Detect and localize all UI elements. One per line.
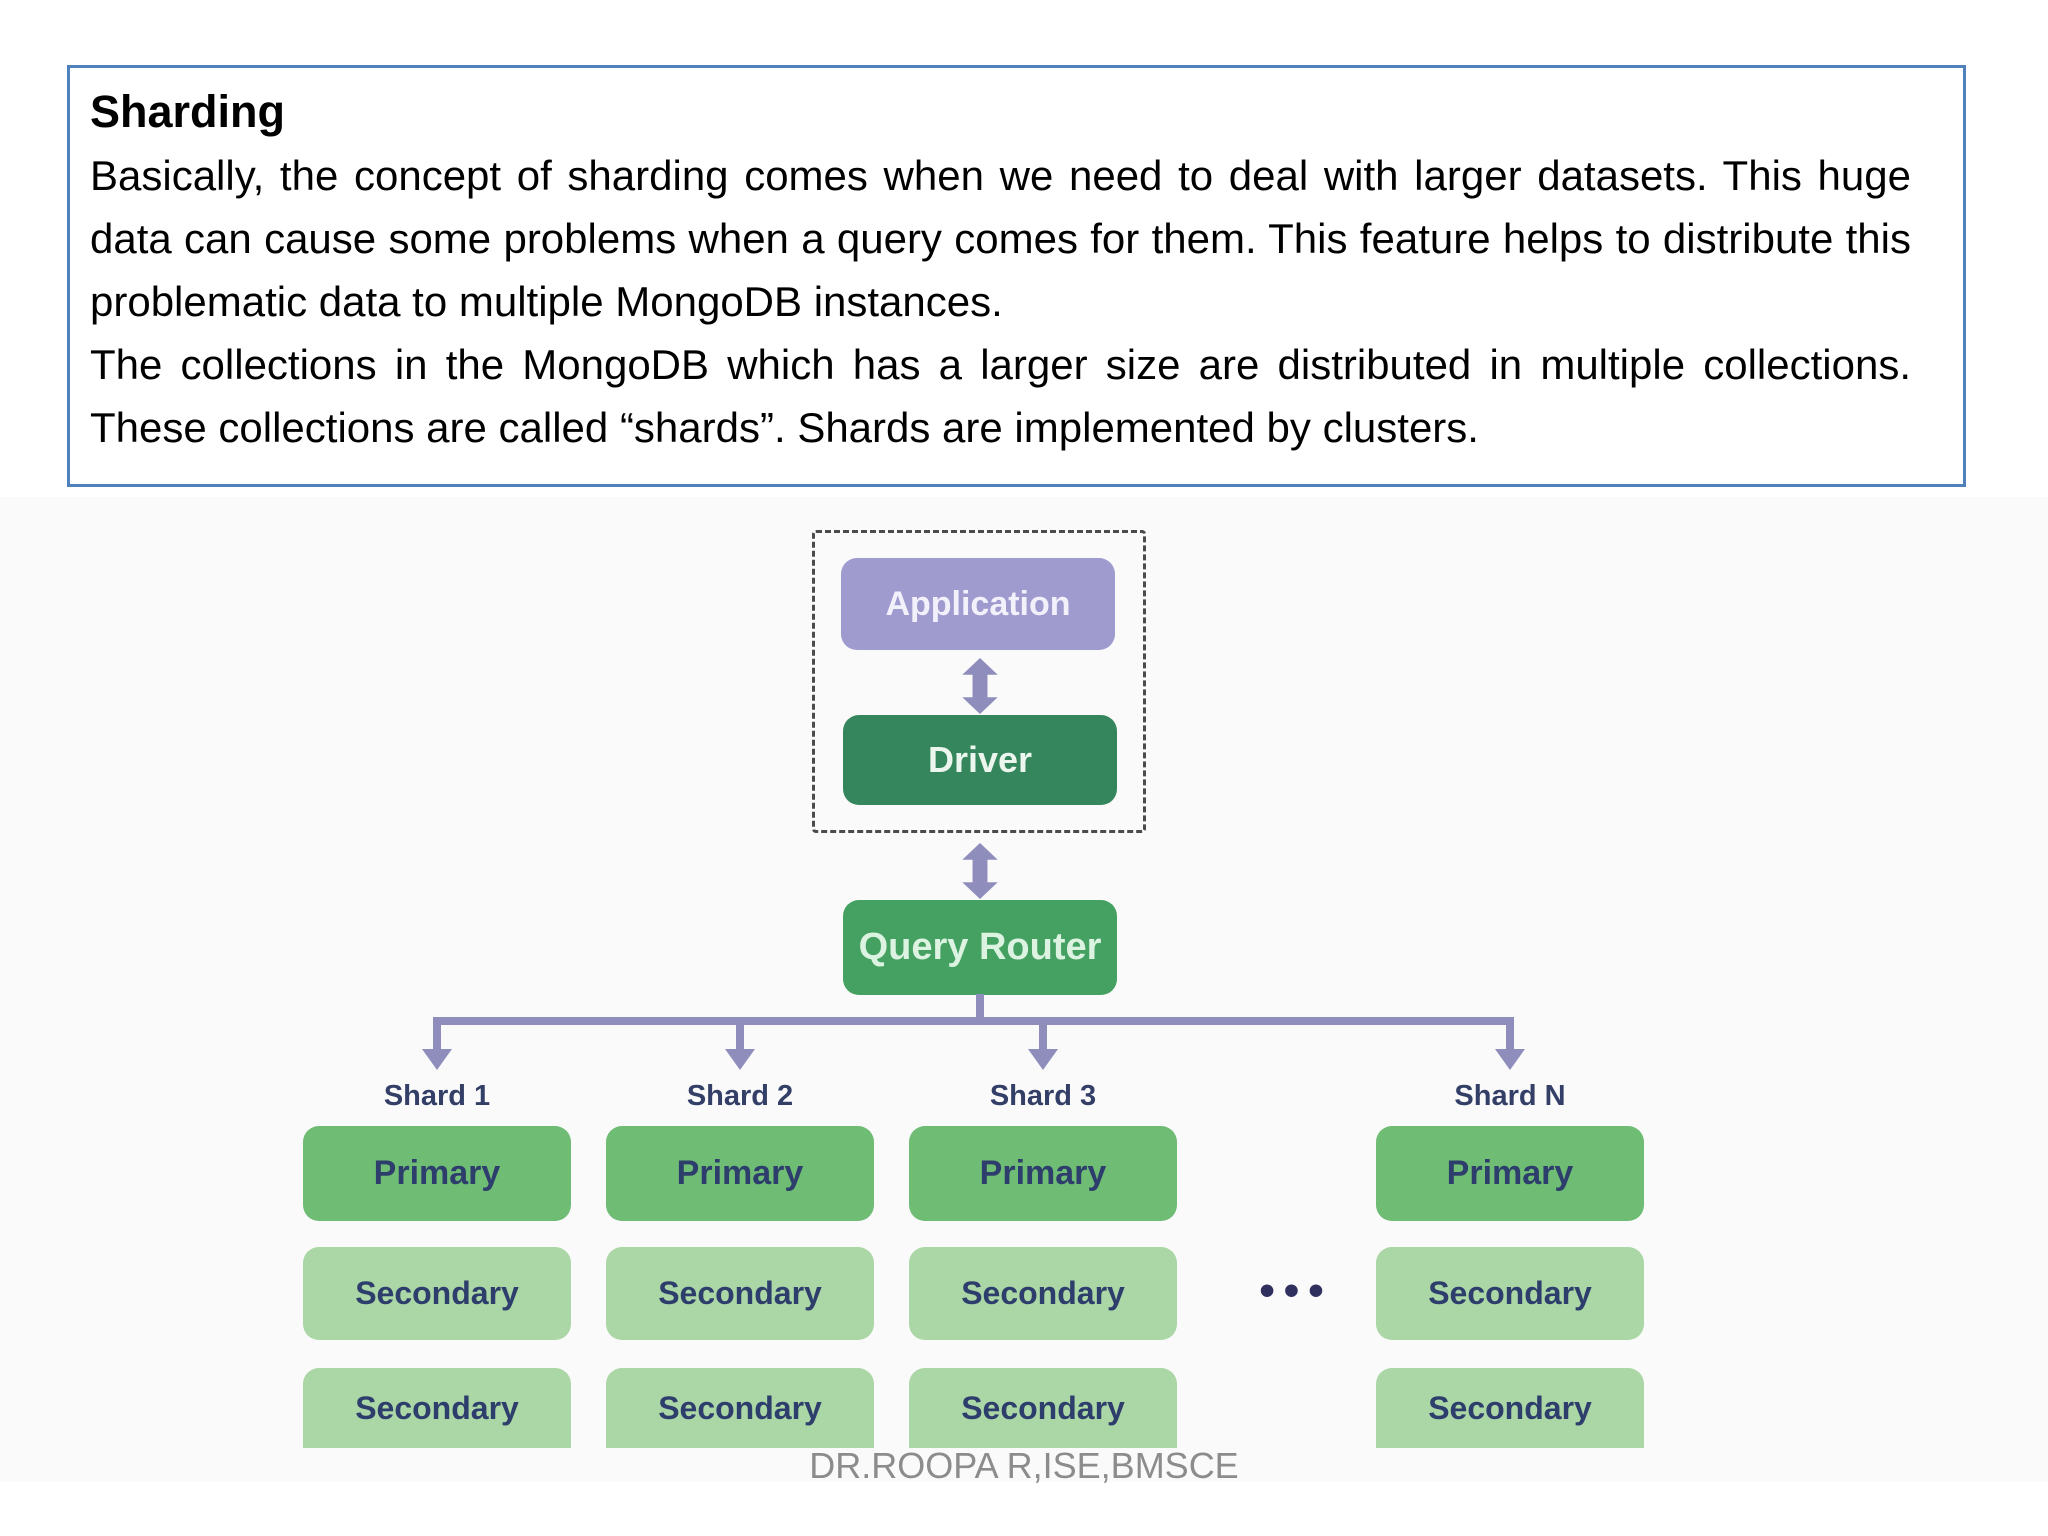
connector-stub — [976, 994, 984, 1020]
shard-1-secondary-node: Secondary — [303, 1247, 571, 1340]
down-arrow-icon — [433, 1025, 441, 1051]
shard-3-primary-node: Primary — [909, 1126, 1177, 1221]
client-dashed-frame — [812, 530, 1146, 833]
down-arrow-icon — [736, 1025, 744, 1051]
query-router-node: Query Router — [843, 900, 1117, 995]
application-node-label: Application — [885, 584, 1071, 623]
paragraph-sharding-collections: The collections in the MongoDB which has… — [90, 341, 1911, 451]
down-arrowhead-icon — [422, 1049, 452, 1070]
shard-1-secondary2-node: Secondary — [303, 1368, 571, 1448]
primary-label: Primary — [979, 1154, 1107, 1192]
query-router-node-label: Query Router — [858, 926, 1102, 968]
shard-2-primary-node: Primary — [606, 1126, 874, 1221]
shard-3-secondary-node: Secondary — [909, 1247, 1177, 1340]
down-arrowhead-icon — [1028, 1049, 1058, 1070]
shard-1-primary-node: Primary — [303, 1126, 571, 1221]
paragraph-sharding-intro: Basically, the concept of sharding comes… — [90, 152, 1911, 325]
secondary-label: Secondary — [355, 1275, 519, 1311]
shard-n-secondary-node: Secondary — [1376, 1247, 1644, 1340]
primary-label: Primary — [1446, 1154, 1574, 1192]
ellipsis-dots-icon: ••• — [1259, 1266, 1333, 1315]
secondary-label: Secondary — [658, 1389, 822, 1426]
secondary-label: Secondary — [1428, 1275, 1592, 1311]
footer-credit: DR.ROOPA R,ISE,BMSCE — [809, 1445, 1239, 1486]
shard-n-primary-node: Primary — [1376, 1126, 1644, 1221]
primary-label: Primary — [676, 1154, 804, 1192]
page-title: Sharding — [90, 86, 286, 137]
driver-node: Driver — [843, 715, 1117, 805]
sharding-text-box: Sharding Basically, the concept of shard… — [67, 65, 1966, 487]
driver-node-label: Driver — [927, 739, 1033, 780]
down-arrow-icon — [1506, 1025, 1514, 1051]
shard-n-secondary2-node: Secondary — [1376, 1368, 1644, 1448]
down-arrowhead-icon — [1495, 1049, 1525, 1070]
secondary-label: Secondary — [961, 1275, 1125, 1311]
shard-2-secondary-node: Secondary — [606, 1247, 874, 1340]
connector-horizontal-line — [433, 1017, 1514, 1025]
secondary-label: Secondary — [961, 1389, 1125, 1426]
secondary-label: Secondary — [355, 1389, 519, 1426]
down-arrow-icon — [1039, 1025, 1047, 1051]
shard-2-label: Shard 2 — [686, 1080, 794, 1112]
shard-3-secondary2-node: Secondary — [909, 1368, 1177, 1448]
updown-arrow-icon — [962, 658, 998, 714]
shard-1-label: Shard 1 — [383, 1080, 491, 1112]
primary-label: Primary — [373, 1154, 501, 1192]
down-arrowhead-icon — [725, 1049, 755, 1070]
secondary-label: Secondary — [658, 1275, 822, 1311]
shard-2-secondary2-node: Secondary — [606, 1368, 874, 1448]
shard-3-label: Shard 3 — [989, 1080, 1097, 1112]
updown-arrow-icon — [962, 843, 998, 899]
shard-n-label: Shard N — [1454, 1080, 1566, 1112]
secondary-label: Secondary — [1428, 1389, 1592, 1426]
application-node: Application — [841, 558, 1115, 650]
